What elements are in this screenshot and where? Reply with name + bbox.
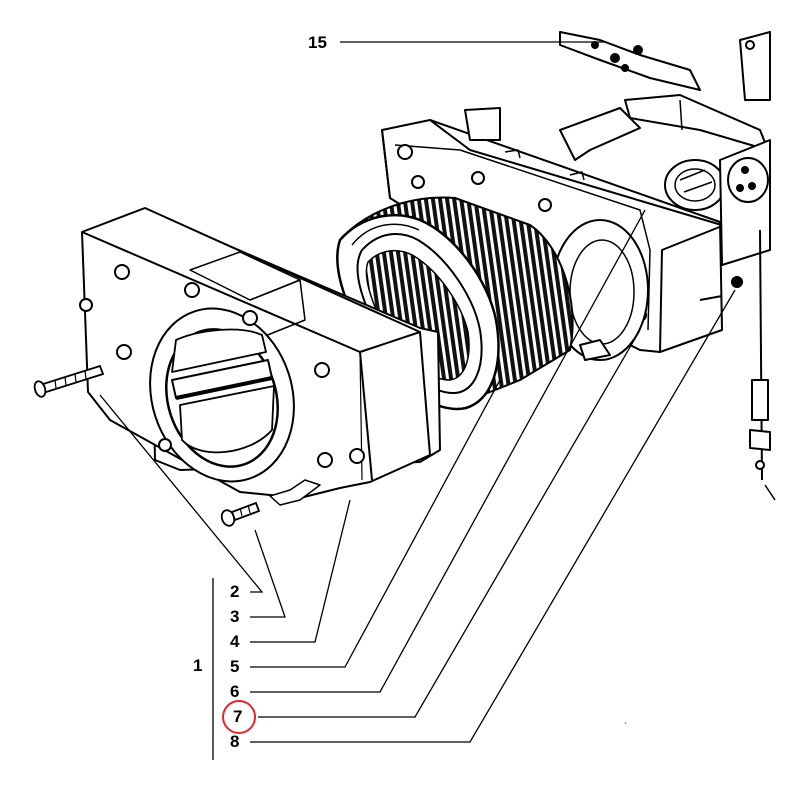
cover-screw-long — [33, 364, 105, 398]
callout-2[interactable]: 2 — [230, 582, 240, 601]
leader-lines — [99, 41, 736, 760]
callout-5[interactable]: 5 — [230, 657, 240, 676]
callout-3[interactable]: 3 — [230, 607, 240, 626]
callout-6[interactable]: 6 — [230, 682, 240, 701]
callout-8[interactable]: 8 — [230, 732, 240, 751]
callout-4[interactable]: 4 — [230, 632, 240, 651]
callout-15[interactable]: 15 — [308, 33, 327, 52]
cover-screw-short — [220, 501, 261, 527]
callout-group-1[interactable]: 1 — [193, 656, 203, 675]
air-filter-cover — [79, 207, 441, 506]
carburetor-housing — [381, 31, 776, 501]
callout-7-highlight-ring — [222, 700, 256, 734]
stray-mark — [624, 721, 627, 725]
